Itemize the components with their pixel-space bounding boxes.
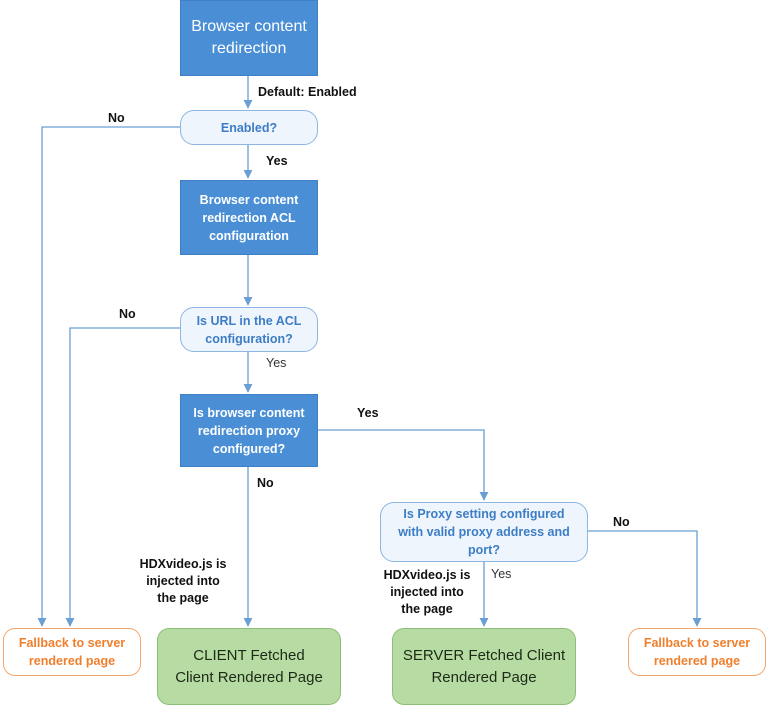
process-browser-content-redirection: Browser content redirection	[180, 0, 318, 76]
node-text: CLIENT Fetched Client Rendered Page	[175, 646, 323, 686]
label-proxy-yes: Yes	[357, 406, 379, 420]
node-text: Fallback to server rendered page	[643, 636, 751, 668]
terminal-fallback-left: Fallback to server rendered page	[3, 628, 141, 676]
edge-valid-no	[588, 530, 702, 627]
annotation-hdx-server: HDXvideo.js is injected into the page	[383, 568, 471, 616]
node-text: Browser content redirection ACL configur…	[199, 192, 299, 243]
label-default-enabled: Default: Enabled	[258, 85, 357, 99]
terminal-fallback-right: Fallback to server rendered page	[628, 628, 766, 676]
edge-enabled-no	[37, 126, 180, 627]
decision-proxy-valid: Is Proxy setting configured with valid p…	[380, 502, 588, 562]
node-text: Is URL in the ACL configuration?	[196, 313, 302, 346]
label-enabled-yes: Yes	[266, 154, 288, 168]
decision-enabled: Enabled?	[180, 110, 318, 145]
label-valid-no: No	[613, 515, 630, 529]
terminal-client-fetched: CLIENT Fetched Client Rendered Page	[157, 628, 341, 705]
node-text: Browser content redirection	[191, 18, 307, 57]
node-text: Is Proxy setting configured with valid p…	[398, 507, 570, 557]
process-proxy-configured: Is browser content redirection proxy con…	[180, 394, 318, 467]
edge-proxy-yes	[318, 429, 489, 501]
edge-url-no	[65, 327, 180, 627]
label-acl-no: No	[119, 307, 136, 321]
annotation-hdx-client: HDXvideo.js is injected into the page	[139, 557, 227, 605]
decision-url-in-acl: Is URL in the ACL configuration?	[180, 307, 318, 352]
terminal-server-fetched: SERVER Fetched Client Rendered Page	[392, 628, 576, 705]
node-text: SERVER Fetched Client Rendered Page	[402, 646, 566, 686]
node-text: Fallback to server rendered page	[18, 636, 126, 668]
node-text: Is browser content redirection proxy con…	[193, 405, 305, 456]
label-valid-yes: Yes	[491, 567, 512, 581]
node-text: Enabled?	[220, 120, 278, 135]
process-acl-configuration: Browser content redirection ACL configur…	[180, 180, 318, 255]
label-enabled-no: No	[108, 111, 125, 125]
label-acl-yes: Yes	[266, 356, 287, 370]
label-proxy-no: No	[257, 476, 274, 490]
